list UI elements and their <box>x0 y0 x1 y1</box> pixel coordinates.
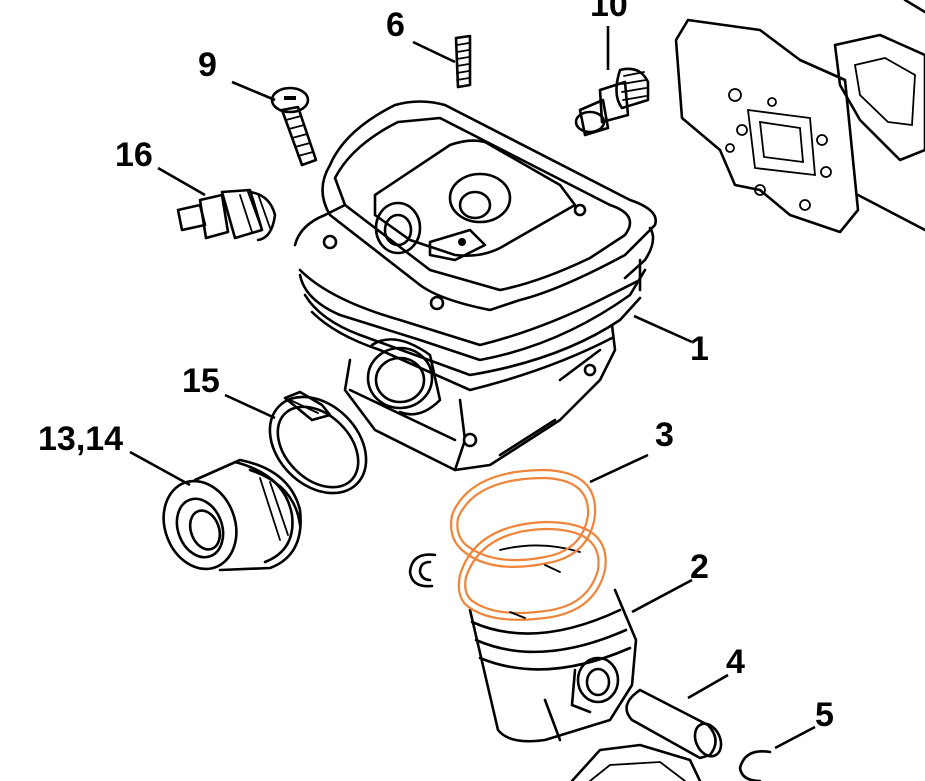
exhaust-gasket[interactable] <box>833 0 925 232</box>
base-gasket[interactable] <box>570 743 702 781</box>
piston-rings[interactable] <box>450 468 607 621</box>
stud[interactable] <box>454 34 472 89</box>
callout-15: 15 <box>182 362 220 400</box>
callout-13-14: 13,14 <box>38 420 123 458</box>
screw[interactable] <box>270 86 318 167</box>
cylinder[interactable] <box>293 100 657 472</box>
spark-plug[interactable] <box>176 188 277 242</box>
callout-16: 16 <box>115 136 153 174</box>
callout-3: 3 <box>655 416 674 454</box>
callout-6: 6 <box>386 6 405 44</box>
intake-manifold[interactable] <box>152 458 302 579</box>
hose-clamp[interactable] <box>251 378 385 512</box>
callout-1: 1 <box>690 330 709 368</box>
circlip[interactable] <box>408 553 772 781</box>
callout-5: 5 <box>815 696 834 734</box>
gasket-plate[interactable] <box>674 18 860 234</box>
leader-lines <box>129 26 816 750</box>
piston-pin[interactable] <box>625 688 727 760</box>
piston[interactable] <box>468 544 638 743</box>
decompression-valve[interactable] <box>574 67 650 137</box>
callout-4: 4 <box>726 643 745 681</box>
callout-9: 9 <box>198 46 217 84</box>
callout-10: 10 <box>590 0 628 24</box>
callout-2: 2 <box>690 548 709 586</box>
callout-labels: 1 2 3 4 5 6 9 10 13,14 15 16 <box>38 0 834 734</box>
